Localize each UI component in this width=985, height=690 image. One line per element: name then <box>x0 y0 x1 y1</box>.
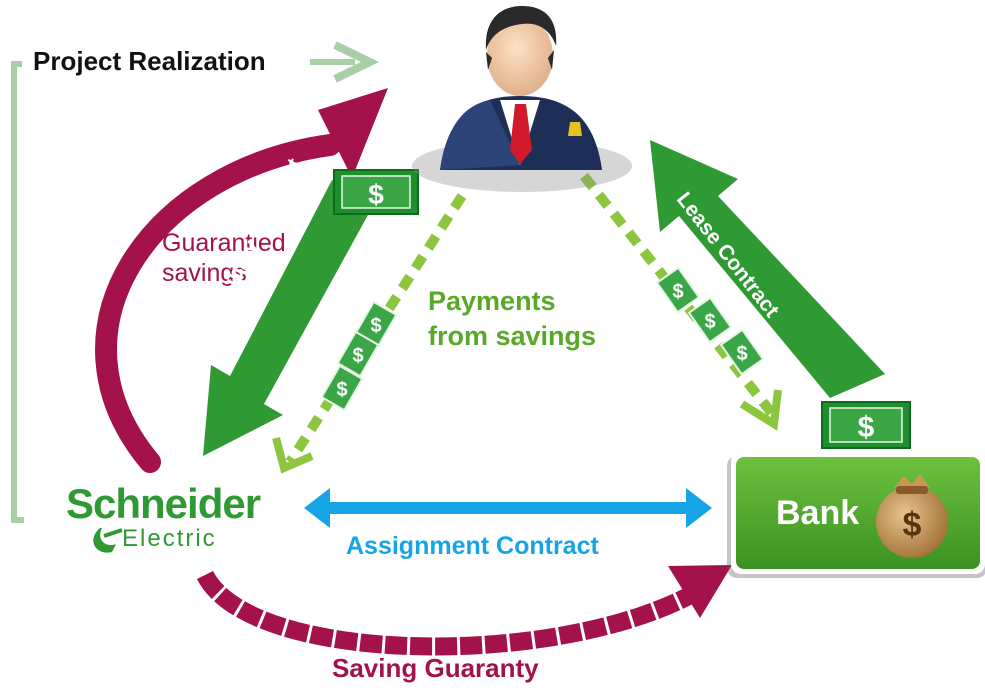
saving-guaranty-arrow <box>196 565 732 656</box>
saving-guaranty-label: Saving Guaranty <box>332 653 539 683</box>
money-bag-icon: $ <box>876 474 948 558</box>
assignment-contract-arrow <box>304 488 712 528</box>
dollar-sign: $ <box>704 311 715 333</box>
dollar-sign: $ <box>903 506 922 544</box>
dollar-bill-supply: $ <box>333 169 419 215</box>
small-dollar-bill: $ <box>336 330 380 378</box>
dollar-sign: $ <box>736 343 747 365</box>
small-dollar-bill: $ <box>687 296 733 344</box>
dollar-sign: $ <box>370 315 381 337</box>
guarantied-savings-label: Guarantied savings <box>162 229 286 287</box>
bank-label: Bank <box>776 494 860 532</box>
project-realization-bracket <box>11 41 380 523</box>
small-dollar-bill: $ <box>655 266 701 314</box>
small-dollar-bill: $ <box>320 364 364 412</box>
guarantied-savings-arrow <box>95 88 388 473</box>
schneider-logo-icon <box>93 528 123 553</box>
businessman-icon <box>412 6 632 192</box>
supply-contract-arrow <box>203 180 374 456</box>
dollar-bill-lease: $ <box>821 401 911 449</box>
dollar-sign: $ <box>352 345 363 367</box>
payments-from-savings-label: Payments from savings <box>428 286 597 351</box>
lease-contract-arrow <box>650 140 885 398</box>
dollar-sign: $ <box>368 179 384 210</box>
schneider-logo-subtitle: Electric <box>122 525 217 552</box>
dollar-sign: $ <box>858 411 875 444</box>
dollar-sign: $ <box>672 281 683 303</box>
project-realization-label: Project Realization <box>33 46 266 76</box>
payment-dotted-arrow-left <box>272 193 467 474</box>
schneider-logo-wordmark: Schneider <box>66 480 261 527</box>
dollar-sign: $ <box>336 379 347 401</box>
assignment-contract-label: Assignment Contract <box>346 532 599 560</box>
small-dollar-bill: $ <box>719 328 765 376</box>
